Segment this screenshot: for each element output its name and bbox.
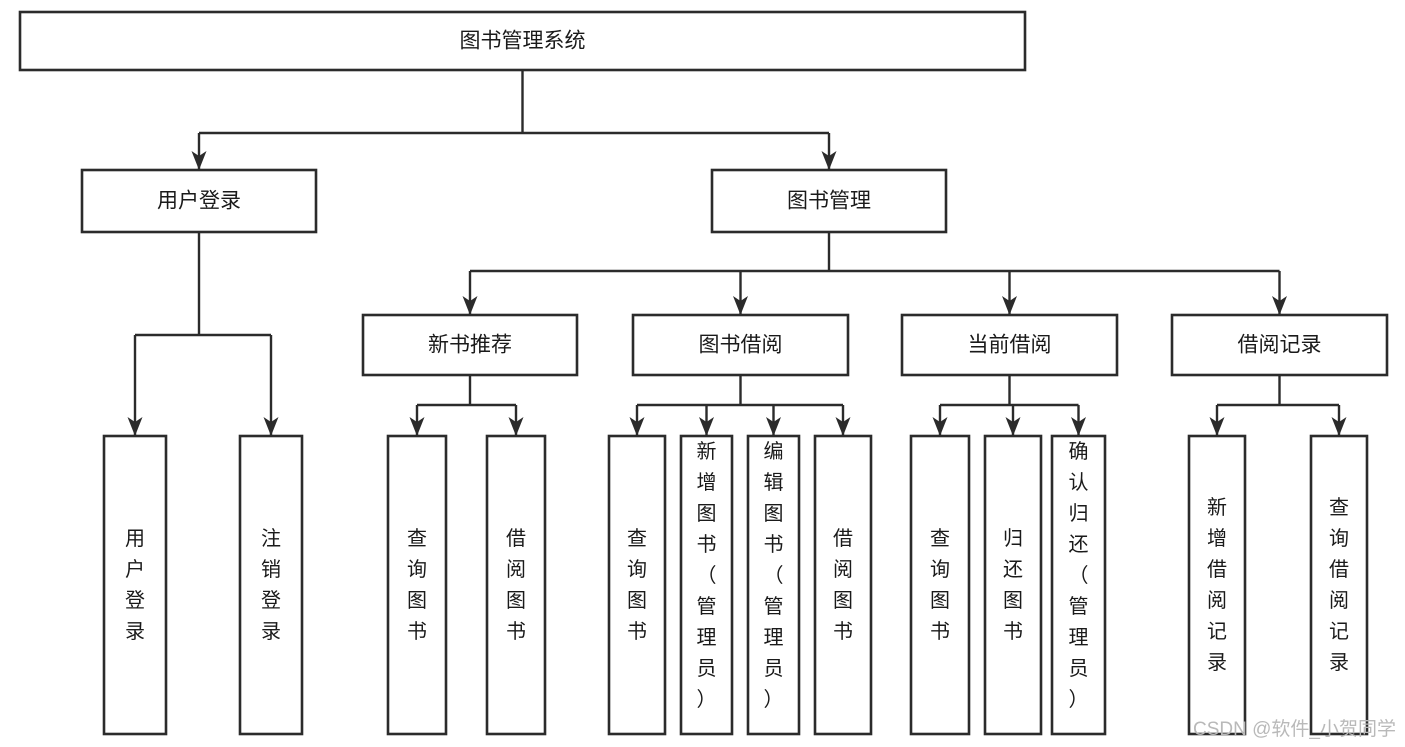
node-leaf-confirm-return-admin-box xyxy=(1050,434,1107,736)
node-leaf-query-books-borrow-box xyxy=(607,434,667,736)
node-current-borrow-box xyxy=(900,313,1119,377)
node-root-box xyxy=(18,10,1027,72)
node-book-management-box xyxy=(710,168,948,234)
node-leaf-confirm-return-admin-label: 确认归还（管理员） xyxy=(1069,440,1089,711)
node-leaf-logout[interactable]: 注销登录 xyxy=(238,434,304,736)
node-leaf-query-books-borrow[interactable]: 查询图书 xyxy=(607,434,667,736)
node-leaf-borrow-books-borrow-box xyxy=(813,434,873,736)
arrow-head-icon xyxy=(932,417,948,436)
node-leaf-query-books-current-box xyxy=(909,434,971,736)
node-leaf-user-login[interactable]: 用户登录 xyxy=(102,434,168,736)
node-leaf-query-books-current-label: 查询图书 xyxy=(930,527,950,643)
node-current-borrow-label: 当前借阅 xyxy=(968,334,1052,357)
node-root-label: 图书管理系统 xyxy=(460,30,586,53)
node-leaf-query-books-recommend[interactable]: 查询图书 xyxy=(386,434,448,736)
arrow-head-icon xyxy=(1272,296,1287,315)
node-leaf-borrow-books-recommend[interactable]: 借阅图书 xyxy=(485,434,547,736)
arrow-head-icon xyxy=(821,151,837,170)
node-book-management-label: 图书管理 xyxy=(787,190,871,213)
node-leaf-query-borrow-record-label: 查询借阅记录 xyxy=(1329,496,1349,674)
node-leaf-query-books-borrow-label: 查询图书 xyxy=(627,527,647,643)
arrow-head-icon xyxy=(1209,417,1225,436)
node-leaf-edit-book-admin-label: 编辑图书（管理员） xyxy=(764,440,784,711)
arrow-head-icon xyxy=(1071,417,1086,436)
arrow-head-icon xyxy=(1331,417,1347,436)
arrow-head-icon xyxy=(462,296,478,315)
node-leaf-query-books-recommend-label: 查询图书 xyxy=(407,527,427,643)
node-leaf-add-book-admin-label: 新增图书（管理员） xyxy=(697,440,717,711)
csdn-watermark: CSDN @软件_小贺同学 xyxy=(1193,718,1396,740)
node-leaf-edit-book-admin[interactable]: 编辑图书（管理员） xyxy=(746,434,801,736)
arrow-head-icon xyxy=(1002,296,1017,315)
node-leaf-return-books-box xyxy=(983,434,1043,736)
arrow-head-icon xyxy=(733,296,748,315)
node-leaf-borrow-books-borrow-label: 借阅图书 xyxy=(833,527,853,643)
arrow-head-icon xyxy=(699,417,714,436)
node-leaf-add-borrow-record-box xyxy=(1187,434,1247,736)
node-new-book-recommend-box xyxy=(361,313,579,377)
arrow-head-icon xyxy=(835,417,851,436)
node-user-login-box xyxy=(80,168,318,234)
node-leaf-logout-label: 注销登录 xyxy=(261,527,281,643)
node-leaf-return-books-label: 归还图书 xyxy=(1003,527,1023,643)
node-leaf-borrow-books-borrow[interactable]: 借阅图书 xyxy=(813,434,873,736)
node-root[interactable]: 图书管理系统 xyxy=(18,10,1027,72)
node-new-book-recommend-label: 新书推荐 xyxy=(428,334,512,357)
arrow-head-icon xyxy=(1005,417,1021,436)
arrow-head-icon xyxy=(766,417,781,436)
node-leaf-query-books-recommend-box xyxy=(386,434,448,736)
arrow-head-icon xyxy=(191,151,207,170)
node-borrow-record-box xyxy=(1170,313,1389,377)
node-borrow-record-label: 借阅记录 xyxy=(1238,334,1322,357)
node-leaf-borrow-books-recommend-box xyxy=(485,434,547,736)
node-leaf-add-borrow-record-label: 新增借阅记录 xyxy=(1207,496,1227,674)
node-leaf-add-borrow-record[interactable]: 新增借阅记录 xyxy=(1187,434,1247,736)
node-leaf-add-book-admin-box xyxy=(679,434,734,736)
node-borrow-record[interactable]: 借阅记录 xyxy=(1170,313,1389,377)
node-book-management[interactable]: 图书管理 xyxy=(710,168,948,234)
node-book-borrow-label: 图书借阅 xyxy=(699,334,783,357)
node-leaf-logout-box xyxy=(238,434,304,736)
node-book-borrow-box xyxy=(631,313,850,377)
node-leaf-user-login-label: 用户登录 xyxy=(125,528,145,643)
connector-layer xyxy=(127,70,1347,436)
node-leaf-confirm-return-admin[interactable]: 确认归还（管理员） xyxy=(1050,434,1107,736)
arrow-head-icon xyxy=(263,417,279,436)
node-leaf-add-book-admin[interactable]: 新增图书（管理员） xyxy=(679,434,734,736)
arrow-head-icon xyxy=(629,417,645,436)
node-leaf-query-books-current[interactable]: 查询图书 xyxy=(909,434,971,736)
node-leaf-query-borrow-record-box xyxy=(1309,434,1369,736)
arrow-head-icon xyxy=(409,417,425,436)
arrow-head-icon xyxy=(127,417,143,436)
node-leaf-query-borrow-record[interactable]: 查询借阅记录 xyxy=(1309,434,1369,736)
node-leaf-borrow-books-recommend-label: 借阅图书 xyxy=(506,527,526,643)
node-layer: 图书管理系统用户登录图书管理新书推荐图书借阅当前借阅借阅记录用户登录注销登录查询… xyxy=(18,10,1389,736)
node-leaf-return-books[interactable]: 归还图书 xyxy=(983,434,1043,736)
node-book-borrow[interactable]: 图书借阅 xyxy=(631,313,850,377)
node-leaf-edit-book-admin-box xyxy=(746,434,801,736)
node-new-book-recommend[interactable]: 新书推荐 xyxy=(361,313,579,377)
node-user-login-label: 用户登录 xyxy=(157,190,241,213)
node-user-login[interactable]: 用户登录 xyxy=(80,168,318,234)
node-leaf-user-login-box xyxy=(102,434,168,736)
arrow-head-icon xyxy=(508,417,524,436)
node-current-borrow[interactable]: 当前借阅 xyxy=(900,313,1119,377)
